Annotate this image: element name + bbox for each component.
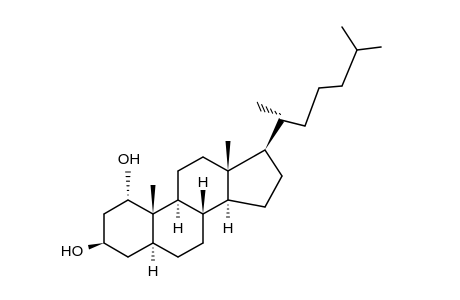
bond-c9-c8 [177,199,204,215]
h-9-label: H [173,220,184,237]
bond-c15-c14 [227,199,266,208]
bond-c17-c16 [264,149,283,177]
oh-3-background [58,240,86,260]
bond-c5-h-hash [150,247,156,261]
methyl-c21-hash [256,101,282,116]
bond-c3-oh-wedge [88,243,104,250]
h-8-label: H [198,174,209,191]
ring-a [103,199,154,258]
bond-c6-c5 [152,242,179,258]
oh-1-background [116,148,143,168]
h-5-label: H [148,263,159,280]
h-14-label: H [223,220,234,237]
bond-c1-oh-hash [125,171,131,196]
bond-c23-c24 [318,85,343,89]
oh-1-label: OH [118,151,141,168]
ring-c [177,156,229,215]
ring-b [152,199,204,258]
bond-c16-c15 [264,175,283,208]
bond-c22-c23 [304,87,320,127]
bond-c14-c8 [202,199,229,215]
bond-c24-c25 [341,49,358,87]
bond-c11-c12 [177,156,204,172]
methyl-c19-wedge [150,185,156,214]
oh-3-label: HO [61,243,84,260]
bond-c8-h-wedge [200,190,206,214]
bond-c1-c2 [103,199,129,215]
bond-c7-c6 [177,242,204,258]
bond-c3-c4 [103,242,129,258]
bond-c4-c5 [127,242,154,258]
bond-c25-c26 [356,46,382,51]
bond-c10-c9 [152,199,179,215]
bond-c10-c1 [127,199,154,215]
ring-d [227,149,283,208]
bond-c13-c17 [227,149,266,172]
bond-c17-c20-wedge [265,118,284,150]
bond-c14-h-hash [225,204,231,218]
bond-c20-c22 [280,119,306,127]
bond-c12-c13 [202,156,229,172]
side-chain [256,26,382,150]
bond-c25-c27 [341,26,358,51]
methyl-c18-wedge [225,141,231,171]
bond-c9-h-hash [175,204,181,218]
